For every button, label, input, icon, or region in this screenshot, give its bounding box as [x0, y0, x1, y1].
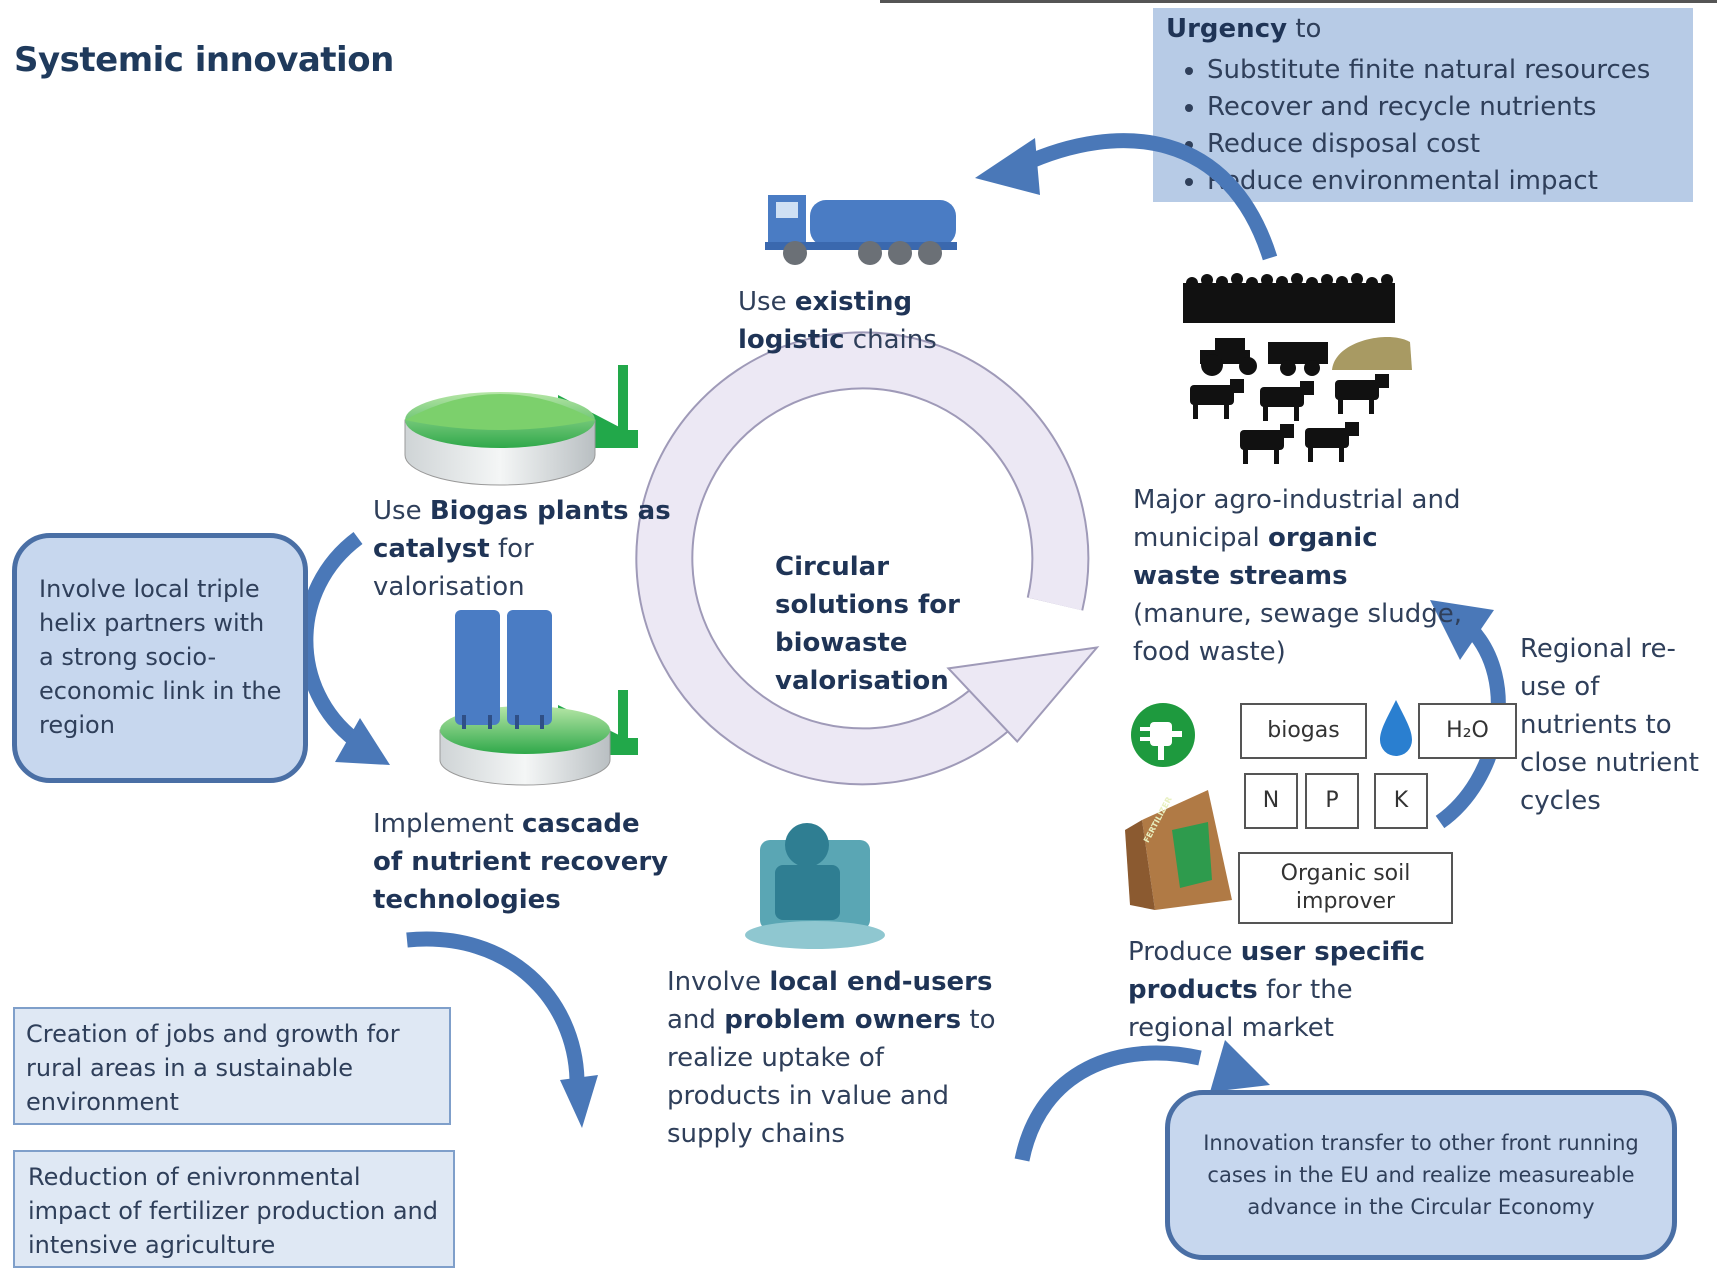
- nutrient-recovery-plant-icon: [439, 610, 638, 786]
- page-title: Systemic innovation: [14, 40, 394, 80]
- tanker-truck-icon: [765, 195, 957, 265]
- biogas-plants-pre: Use: [373, 496, 430, 526]
- innovation-text: Innovation transfer to other front runni…: [1203, 1131, 1639, 1219]
- end-users-mid: and: [667, 1005, 725, 1035]
- end-users-label: Involve local end-users and problem owne…: [667, 963, 1002, 1153]
- businessman-icon: [745, 823, 885, 949]
- urgency-item: Recover and recycle nutrients: [1207, 89, 1693, 126]
- user-products-post: for the regional market: [1128, 975, 1353, 1043]
- triple-helix-text: Involve local triple helix partners with…: [39, 575, 282, 739]
- logistics-label: Use existing logistic chains: [738, 283, 1008, 359]
- reduction-box: Reduction of enivronmental impact of fer…: [13, 1150, 455, 1268]
- end-users-bold1: local end-users: [769, 967, 993, 997]
- power-plug-icon: [1131, 703, 1195, 767]
- biogas-plants-label: Use Biogas plants as catalyst for valori…: [373, 492, 673, 606]
- cascade-label: Implement cascade of nutrient recovery t…: [373, 805, 673, 919]
- arrow-to-innovation-icon: [1014, 1040, 1270, 1162]
- logistics-pre: Use: [738, 287, 795, 317]
- biogas-plant-icon: [404, 365, 638, 486]
- arrow-to-impacts-icon: [406, 931, 598, 1128]
- reduction-text: Reduction of enivronmental impact of fer…: [28, 1163, 438, 1259]
- tractor-icon: [1200, 338, 1328, 376]
- center-label: Circular solutions for biowaste valorisa…: [775, 552, 960, 696]
- nitrogen-product-box: N: [1244, 773, 1298, 829]
- urgency-list: Substitute finite natural resources Reco…: [1153, 52, 1693, 200]
- logistics-post: chains: [844, 325, 937, 355]
- logistics-bold: existing logistic: [738, 287, 913, 355]
- waste-streams-post: (manure, sewage sludge, food waste): [1133, 599, 1463, 667]
- circular-arrow-icon: [635, 331, 1100, 786]
- regional-reuse-label: Regional re-use of nutrients to close nu…: [1520, 634, 1699, 816]
- urgency-item: Reduce disposal cost: [1207, 126, 1693, 163]
- cascade-bold: cascade of nutrient recovery technologie…: [373, 809, 669, 915]
- cows-icon: [1190, 374, 1389, 464]
- top-rule: [880, 0, 1717, 3]
- jobs-text: Creation of jobs and growth for rural ar…: [26, 1020, 400, 1116]
- user-products-label: Produce user specific products for the r…: [1128, 933, 1458, 1047]
- people-crowd-icon: [1183, 273, 1395, 323]
- user-products-pre: Produce: [1128, 937, 1241, 967]
- fertilizer-bag-icon: [1125, 790, 1232, 910]
- water-product-box: H₂O: [1418, 703, 1517, 759]
- urgency-item: Substitute finite natural resources: [1207, 52, 1693, 89]
- end-users-bold2: problem owners: [724, 1005, 962, 1035]
- biogas-product-box: biogas: [1240, 703, 1367, 759]
- jobs-box: Creation of jobs and growth for rural ar…: [13, 1007, 451, 1125]
- water-drop-icon: [1380, 700, 1412, 756]
- urgency-heading-suffix: to: [1287, 14, 1322, 44]
- biogas-plants-post: for valorisation: [373, 534, 534, 602]
- urgency-item: Reduce environmental impact: [1207, 163, 1693, 200]
- waste-streams-label: Major agro-industrial and municipal orga…: [1133, 481, 1463, 671]
- phosphorus-product-box: P: [1305, 773, 1359, 829]
- arrow-to-logistics-icon: [975, 133, 1278, 261]
- user-products-bold: user specific products: [1128, 937, 1426, 1005]
- innovation-box: Innovation transfer to other front runni…: [1165, 1090, 1677, 1260]
- waste-streams-bold: organic waste streams: [1133, 523, 1378, 591]
- biogas-plants-bold: Biogas plants as catalyst: [373, 496, 671, 564]
- waste-streams-pre: Major agro-industrial and municipal: [1133, 485, 1461, 553]
- manure-heap-icon: [1332, 337, 1412, 370]
- cascade-pre: Implement: [373, 809, 522, 839]
- potassium-product-box: K: [1374, 773, 1428, 829]
- triple-helix-box: Involve local triple helix partners with…: [12, 533, 308, 783]
- urgency-heading: Urgency: [1166, 14, 1288, 44]
- soil-improver-product-box: Organic soil improver: [1238, 852, 1453, 924]
- urgency-box: Urgency to Substitute finite natural res…: [1153, 8, 1693, 202]
- end-users-post: to realize uptake of products in value a…: [667, 1005, 996, 1149]
- end-users-pre: Involve: [667, 967, 770, 997]
